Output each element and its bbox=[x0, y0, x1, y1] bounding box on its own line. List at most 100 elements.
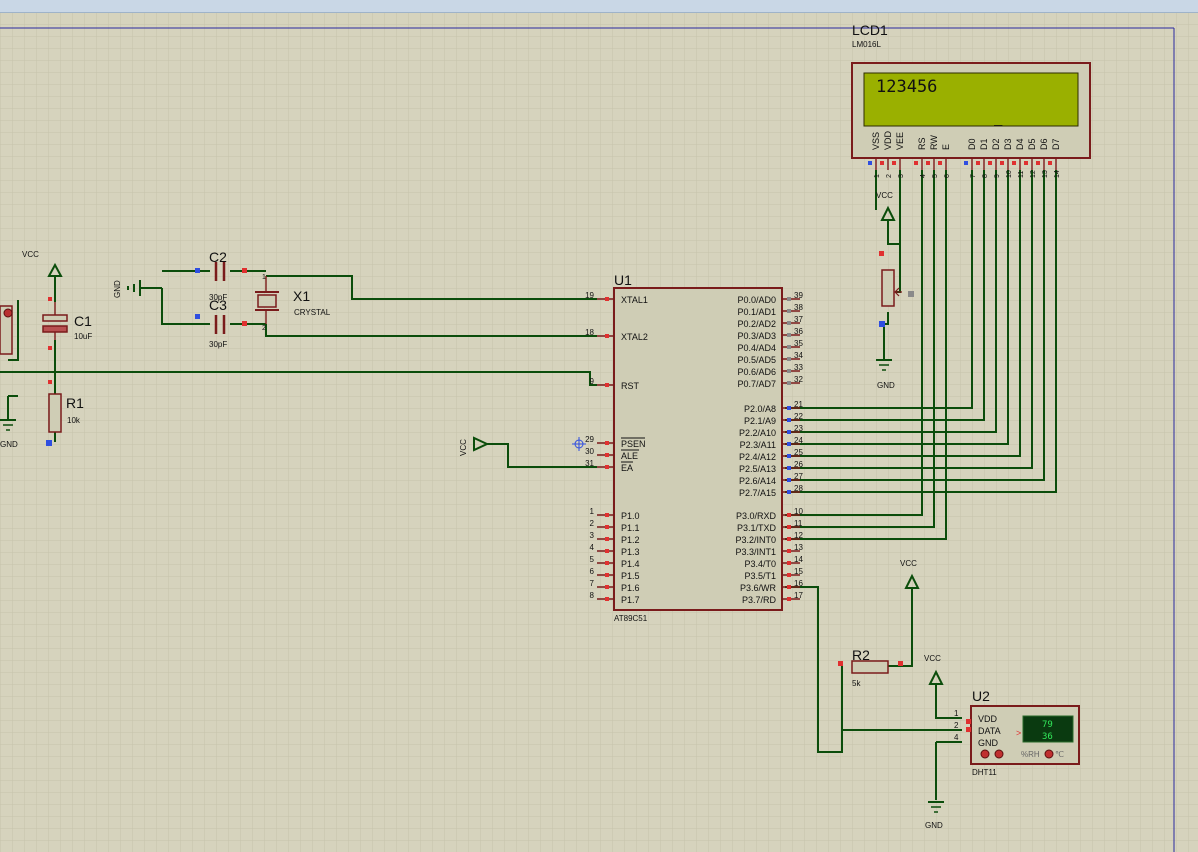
u1-pin-number: 10 bbox=[794, 507, 803, 516]
u1-pin-number: 13 bbox=[794, 543, 803, 552]
pot-pin-wiper bbox=[908, 291, 914, 297]
u2-button-up-1[interactable] bbox=[994, 749, 1004, 759]
u2-temperature-value: 36 bbox=[1042, 732, 1053, 742]
lcd-pin-marker bbox=[880, 161, 884, 165]
u1-pin-number: 11 bbox=[794, 519, 803, 528]
x1-crystal[interactable]: 1 2 X1 CRYSTAL bbox=[255, 274, 331, 332]
c1-capacitor[interactable]: C1 10uF bbox=[42, 297, 92, 350]
r1-body bbox=[48, 393, 62, 433]
vcc-symbol-r2[interactable]: VCC bbox=[900, 559, 920, 589]
r2-ref: R2 bbox=[852, 647, 870, 663]
u1-pin-label: P3.0/RXD bbox=[736, 511, 777, 521]
lcd-pin-label: D0 bbox=[967, 138, 977, 150]
u1-pin-number: 14 bbox=[794, 555, 803, 564]
r2-resistor[interactable]: R2 5k bbox=[838, 647, 903, 688]
u1-pin-marker bbox=[787, 561, 791, 565]
c2-ref: C2 bbox=[209, 249, 227, 265]
u1-pin-label: P1.0 bbox=[621, 511, 640, 521]
x1-pin1-num: 1 bbox=[262, 274, 266, 281]
u1-pin-number: 26 bbox=[794, 460, 803, 469]
u1-pin-marker bbox=[787, 466, 791, 470]
u1-pin-number: 31 bbox=[585, 459, 594, 468]
u1-pin-label: P2.1/A9 bbox=[744, 416, 776, 426]
u1-pin-marker bbox=[787, 309, 791, 313]
u1-pin-number: 8 bbox=[590, 591, 595, 600]
lcd-screen bbox=[863, 72, 1079, 127]
pot-pin-top bbox=[879, 251, 884, 256]
r2-body bbox=[851, 660, 889, 674]
u1-pin-marker bbox=[787, 490, 791, 494]
gnd-symbol-reset[interactable]: GND bbox=[0, 419, 18, 449]
lcd-pin-number: 1 bbox=[874, 174, 881, 178]
vcc-label-u2: VCC bbox=[924, 654, 941, 663]
vcc-symbol-ea[interactable]: VCC bbox=[459, 436, 490, 456]
lcd-contrast-potentiometer[interactable] bbox=[879, 251, 914, 327]
u1-pin-marker bbox=[787, 537, 791, 541]
u1-pin-number: 36 bbox=[794, 327, 803, 336]
u1-pin-label: P2.7/A15 bbox=[739, 488, 776, 498]
u1-pin-label: P2.6/A14 bbox=[739, 476, 776, 486]
u2-dht11-sensor[interactable]: U2 1 2 4 VDD DATA GND 79 36 > %RH ℃ DHT1… bbox=[954, 688, 1080, 777]
pot-pin-bottom bbox=[879, 321, 885, 327]
u2-button-down-1[interactable] bbox=[980, 749, 990, 759]
u2-button-down-2[interactable] bbox=[1044, 749, 1054, 759]
u1-pin-label: XTAL2 bbox=[621, 332, 648, 342]
u1-pin-label: ALE bbox=[621, 451, 638, 461]
u1-body bbox=[613, 287, 783, 611]
vcc-symbol-u2[interactable]: VCC bbox=[924, 654, 944, 685]
u2-pin2-num: 2 bbox=[954, 721, 959, 730]
lcd-module[interactable]: LCD1 LM016L 123456 _ VSS1VDD2VEE3RS4RW5E… bbox=[851, 22, 1091, 178]
gnd-symbol-u2[interactable]: GND bbox=[925, 801, 944, 830]
reset-button[interactable] bbox=[0, 305, 13, 355]
c1-plate-bottom bbox=[42, 325, 68, 333]
u1-pin-number: 15 bbox=[794, 567, 803, 576]
vcc-symbol-lcd[interactable]: VCC bbox=[876, 191, 896, 221]
c3-capacitor[interactable]: C3 30pF bbox=[195, 297, 247, 349]
lcd-pin-number: 10 bbox=[1006, 170, 1013, 178]
u1-pin-marker bbox=[787, 381, 791, 385]
u1-pin-marker bbox=[605, 513, 609, 517]
vcc-symbol-reset[interactable]: VCC bbox=[22, 250, 63, 277]
u2-humidity-value: 79 bbox=[1042, 720, 1053, 730]
u1-pin-marker bbox=[605, 441, 609, 445]
u1-pin-number: 27 bbox=[794, 472, 803, 481]
u1-pin-label: EA bbox=[621, 463, 633, 473]
origin-marker-icon bbox=[572, 437, 586, 451]
u1-pin-number: 38 bbox=[794, 303, 803, 312]
u2-pin4-num: 4 bbox=[954, 733, 959, 742]
u1-pin-number: 18 bbox=[585, 328, 594, 337]
r2-pin1-marker bbox=[838, 661, 843, 666]
u1-pin-marker bbox=[787, 321, 791, 325]
u1-pin-marker bbox=[787, 418, 791, 422]
u1-pin-label: P0.3/AD3 bbox=[737, 331, 776, 341]
u1-pin-label: P3.5/T1 bbox=[744, 571, 776, 581]
u1-pin-label: P1.4 bbox=[621, 559, 640, 569]
lcd-pin-number: 6 bbox=[944, 174, 951, 178]
u1-pin-label: P3.3/INT1 bbox=[735, 547, 776, 557]
pot-body bbox=[881, 269, 895, 307]
lcd-pin-marker bbox=[1024, 161, 1028, 165]
u2-pin2-marker bbox=[966, 727, 971, 732]
lcd-display-text: 123456 bbox=[876, 77, 937, 97]
vcc-label-lcd: VCC bbox=[876, 191, 893, 200]
lcd-ref: LCD1 bbox=[852, 22, 888, 38]
u1-pin-number: 17 bbox=[794, 591, 803, 600]
u1-pin-label: P1.1 bbox=[621, 523, 640, 533]
u1-pin-marker bbox=[787, 513, 791, 517]
u1-pin-label: P3.6/WR bbox=[740, 583, 777, 593]
gnd-symbol-caps[interactable]: GND bbox=[113, 280, 141, 298]
u1-pin-marker bbox=[787, 454, 791, 458]
lcd-pin-marker bbox=[938, 161, 942, 165]
gnd-label-lcd: GND bbox=[877, 381, 895, 390]
u1-pin-number: 30 bbox=[585, 447, 594, 456]
u1-pin-number: 4 bbox=[590, 543, 595, 552]
lcd-pin-number: 3 bbox=[898, 174, 905, 178]
c2-capacitor[interactable]: C2 30pF bbox=[195, 249, 247, 302]
u1-pin-label: P1.2 bbox=[621, 535, 640, 545]
r1-resistor[interactable]: R1 10k bbox=[46, 380, 84, 446]
editor-top-bar bbox=[0, 0, 1198, 13]
lcd-pin-label: D6 bbox=[1039, 138, 1049, 150]
gnd-symbol-lcd[interactable]: GND bbox=[876, 359, 895, 390]
